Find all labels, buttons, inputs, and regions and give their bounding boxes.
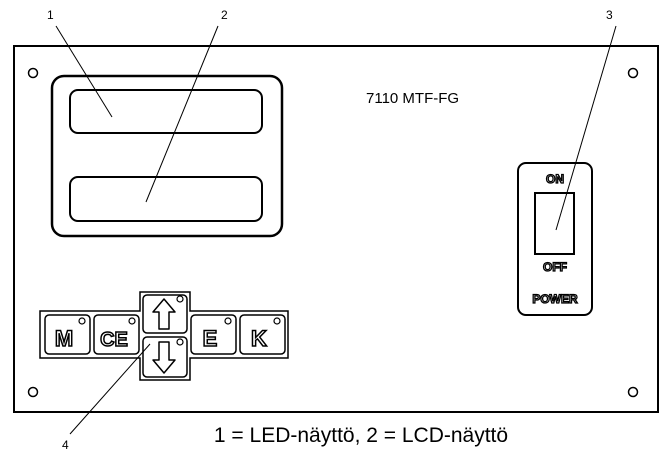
e-key[interactable] (190, 314, 237, 355)
mounting-hole-bottom-right (627, 386, 639, 398)
m-key-led (78, 317, 86, 325)
lcd-display (69, 176, 263, 222)
e-key-label: E (203, 326, 218, 351)
callout-3: 3 (606, 8, 613, 22)
callout-2: 2 (221, 8, 228, 22)
power-switch-rocker[interactable] (534, 192, 575, 255)
k-key-led (273, 317, 281, 325)
m-key[interactable] (44, 314, 91, 355)
k-key-label: K (251, 326, 267, 351)
callout-3-leader (555, 25, 617, 231)
device-panel (13, 45, 659, 413)
display-frame (50, 74, 284, 238)
switch-on-label: ON (546, 172, 564, 186)
ce-key-label: CE (100, 329, 128, 351)
callout-4: 4 (62, 438, 69, 452)
led-display (69, 89, 263, 134)
k-key[interactable] (239, 314, 286, 355)
down-key[interactable] (142, 336, 188, 378)
up-arrow-icon (152, 298, 176, 330)
switch-power-label: POWER (532, 292, 578, 306)
e-key-led (224, 317, 232, 325)
down-key-led (176, 338, 184, 346)
up-key[interactable] (142, 294, 188, 334)
up-key-led (176, 295, 184, 303)
mounting-hole-top-left (27, 67, 39, 79)
switch-off-label: OFF (543, 260, 567, 274)
keypad-outline (39, 291, 289, 381)
ce-key[interactable] (93, 314, 140, 355)
model-label: 7110 MTF-FG (366, 90, 459, 107)
callout-1-leader (55, 25, 113, 118)
callout-2-leader (145, 25, 219, 203)
callout-4-leader (69, 343, 151, 435)
down-arrow-icon (152, 341, 176, 374)
ce-key-led (128, 317, 136, 325)
mounting-hole-bottom-left (27, 386, 39, 398)
caption-line: 1 = LED-näyttö, 2 = LCD-näyttö (0, 424, 662, 448)
mounting-hole-top-right (627, 67, 639, 79)
power-switch-housing (517, 162, 593, 316)
m-key-label: M (55, 326, 73, 351)
caption-text: 1 = LED-näyttö, 2 = LCD-näyttö (213, 424, 509, 447)
callout-1: 1 (47, 8, 54, 22)
